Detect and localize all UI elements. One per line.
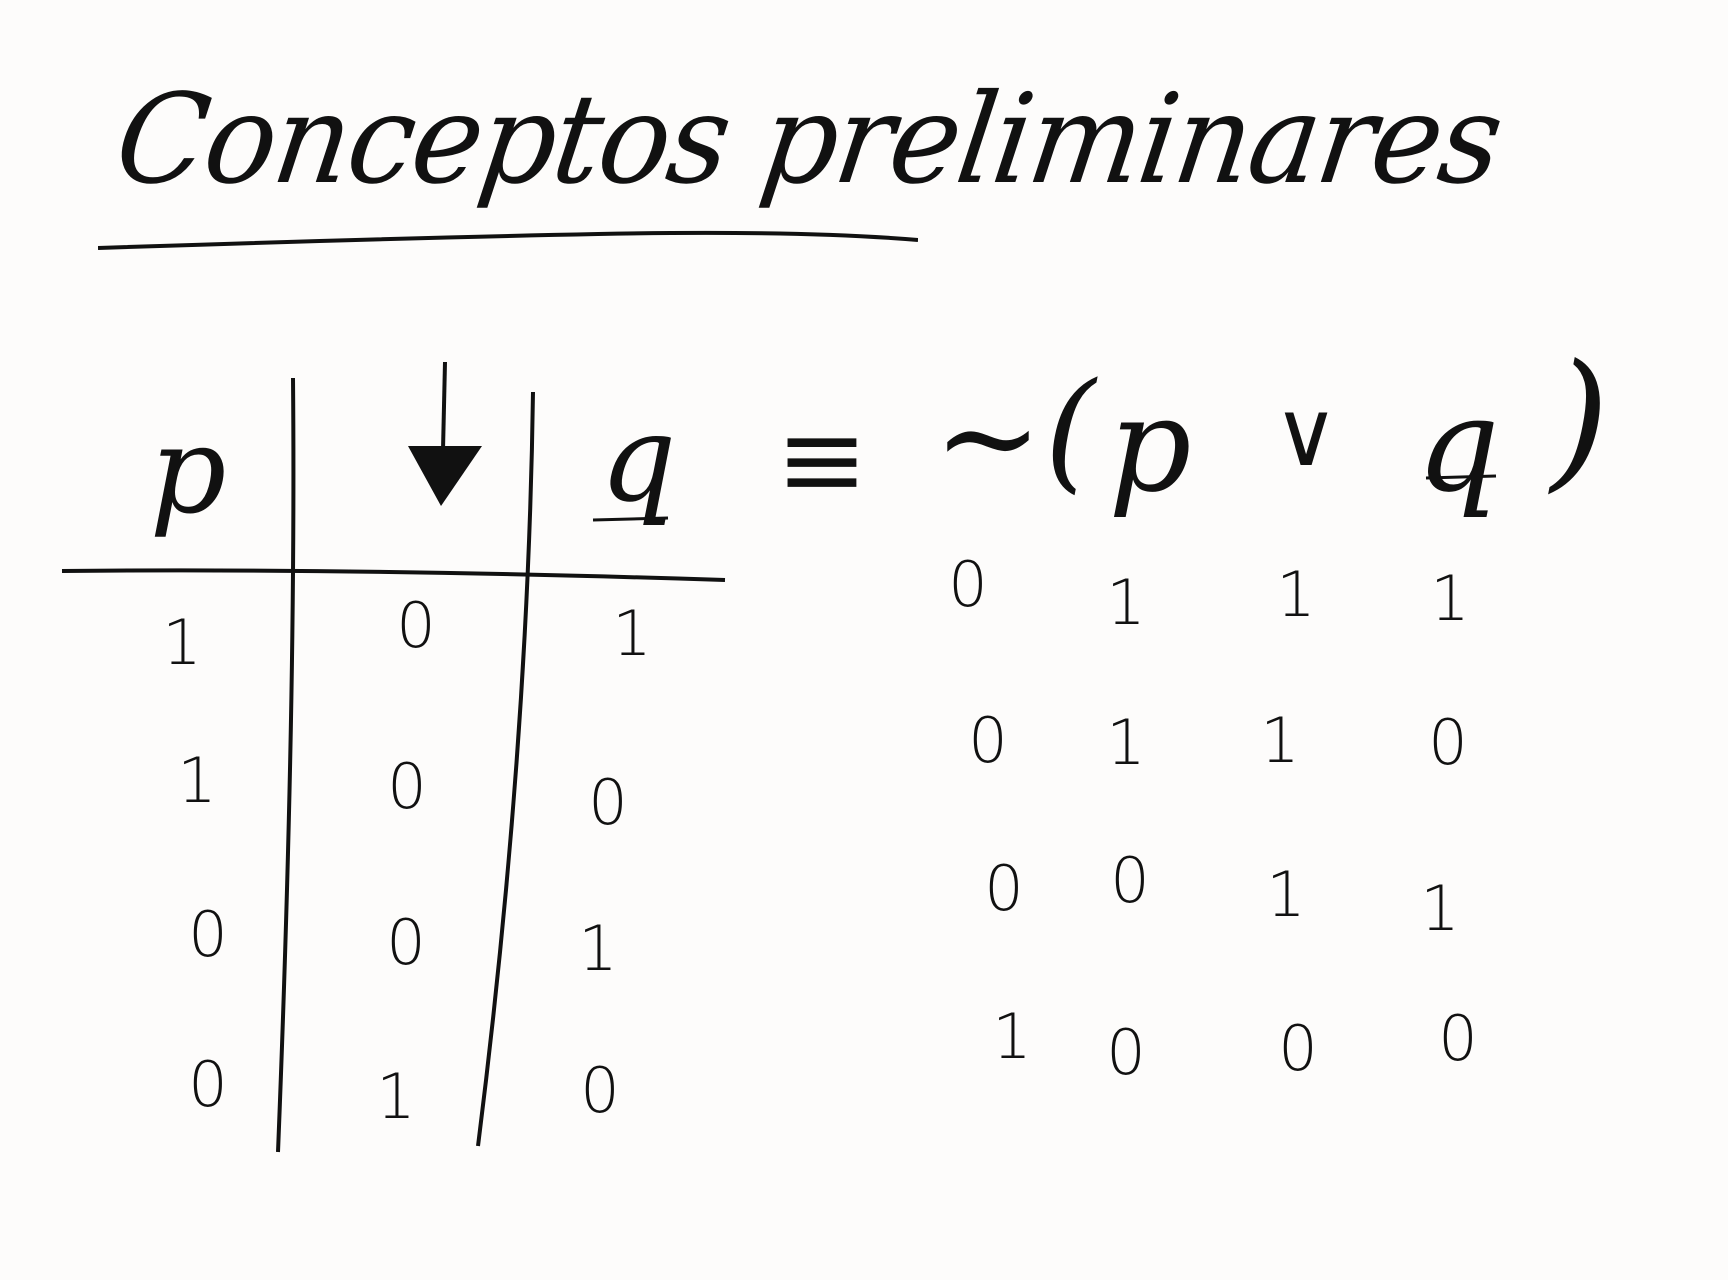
right-row4-p: 0 <box>1106 1016 1146 1089</box>
left-row1-nor: 0 <box>396 589 436 662</box>
or-symbol: ∨ <box>1273 382 1339 487</box>
left-row3-p: 0 <box>188 898 228 971</box>
left-row2-q: 0 <box>588 766 628 839</box>
left-row4-q: 0 <box>580 1054 620 1127</box>
right-row1-neg: 0 <box>948 548 988 621</box>
right-row2-q: 0 <box>1428 706 1468 779</box>
open-paren: ( <box>1044 354 1096 506</box>
left-row4-nor: 1 <box>376 1060 416 1133</box>
right-header-p: p <box>1108 369 1192 521</box>
right-row2-p: 1 <box>1106 706 1146 779</box>
left-row2-nor: 0 <box>387 750 427 823</box>
equivalence-symbol: ≡ <box>775 395 869 523</box>
negation-symbol: ~ <box>933 361 1043 513</box>
left-row1-p: 1 <box>162 606 202 679</box>
header-p: p <box>149 402 227 541</box>
right-row2-or: 1 <box>1260 704 1300 777</box>
left-row4-p: 0 <box>188 1048 228 1121</box>
close-paren: ) <box>1550 333 1610 507</box>
right-row1-q: 1 <box>1430 562 1470 635</box>
right-row3-q: 1 <box>1420 872 1460 945</box>
right-row3-p: 0 <box>1110 844 1150 917</box>
left-row3-q: 1 <box>578 912 618 985</box>
right-row3-neg: 0 <box>984 852 1024 925</box>
right-row1-p: 1 <box>1106 566 1146 639</box>
right-row4-or: 0 <box>1278 1012 1318 1085</box>
left-row2-p: 1 <box>177 744 217 817</box>
header-nor-arrow: ↓ <box>383 402 503 522</box>
left-row1-q: 1 <box>612 597 652 670</box>
right-row3-or: 1 <box>1266 858 1306 931</box>
right-row2-neg: 0 <box>968 704 1008 777</box>
right-row1-or: 1 <box>1276 558 1316 631</box>
right-header-q: q <box>1416 369 1500 521</box>
right-row4-q: 0 <box>1438 1002 1478 1075</box>
header-q: q <box>599 390 677 529</box>
title-underline <box>98 230 918 250</box>
right-row4-neg: 1 <box>992 1000 1032 1073</box>
left-row3-nor: 0 <box>386 906 426 979</box>
